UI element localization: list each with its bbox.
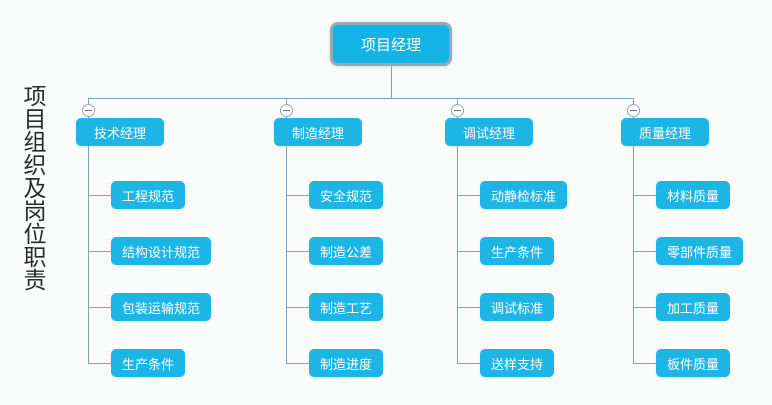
node-leaf-3-2[interactable]: 生产条件 [480, 237, 555, 265]
connector-line [88, 195, 111, 196]
connector-line [88, 251, 111, 252]
connector-line [633, 363, 656, 364]
node-root-project-manager[interactable]: 项目经理 [330, 22, 452, 66]
connector-line [457, 363, 480, 364]
connector-line [457, 146, 458, 363]
connector-line [88, 98, 89, 104]
connector-line [391, 66, 392, 98]
node-leaf-1-4[interactable]: 生产条件 [111, 349, 186, 377]
chart-side-title: 项目组织及岗位职责 [19, 84, 45, 291]
node-leaf-2-1[interactable]: 安全规范 [309, 181, 384, 209]
node-leaf-4-2[interactable]: 零部件质量 [656, 237, 744, 265]
connector-line [457, 195, 480, 196]
connector-line [633, 251, 656, 252]
connector-line [88, 116, 89, 118]
node-leaf-3-3[interactable]: 调试标准 [480, 293, 555, 321]
node-leaf-3-1[interactable]: 动静检标准 [480, 181, 568, 209]
connector-line [457, 98, 458, 104]
node-leaf-4-1[interactable]: 材料质量 [656, 181, 731, 209]
node-leaf-4-4[interactable]: 板件质量 [656, 349, 731, 377]
connector-line [633, 146, 634, 363]
connector-line [286, 195, 309, 196]
connector-line [633, 195, 656, 196]
connector-line [286, 251, 309, 252]
collapse-toggle-1[interactable] [81, 103, 95, 117]
node-leaf-2-3[interactable]: 制造工艺 [309, 293, 384, 321]
connector-line [88, 363, 111, 364]
connector-line [286, 307, 309, 308]
connector-line [457, 116, 458, 118]
node-manager-3[interactable]: 调试经理 [445, 118, 533, 146]
connector-line [633, 116, 634, 118]
node-leaf-2-4[interactable]: 制造进度 [309, 349, 384, 377]
connector-line [88, 307, 111, 308]
node-leaf-2-2[interactable]: 制造公差 [309, 237, 384, 265]
node-leaf-1-3[interactable]: 包装运输规范 [111, 293, 212, 321]
connector-line [88, 146, 89, 363]
collapse-toggle-3[interactable] [450, 103, 464, 117]
connector-line [286, 98, 287, 104]
connector-line [88, 98, 633, 99]
connector-line [286, 146, 287, 363]
node-leaf-3-4[interactable]: 送样支持 [480, 349, 555, 377]
connector-line [286, 363, 309, 364]
connector-line [457, 307, 480, 308]
node-leaf-1-2[interactable]: 结构设计规范 [111, 237, 212, 265]
node-manager-2[interactable]: 制造经理 [274, 118, 362, 146]
node-leaf-1-1[interactable]: 工程规范 [111, 181, 186, 209]
connector-line [457, 251, 480, 252]
connector-line [633, 307, 656, 308]
node-manager-4[interactable]: 质量经理 [621, 118, 709, 146]
node-leaf-4-3[interactable]: 加工质量 [656, 293, 731, 321]
collapse-toggle-2[interactable] [279, 103, 293, 117]
node-manager-1[interactable]: 技术经理 [76, 118, 164, 146]
connector-line [286, 116, 287, 118]
collapse-toggle-4[interactable] [626, 103, 640, 117]
connector-line [633, 98, 634, 104]
